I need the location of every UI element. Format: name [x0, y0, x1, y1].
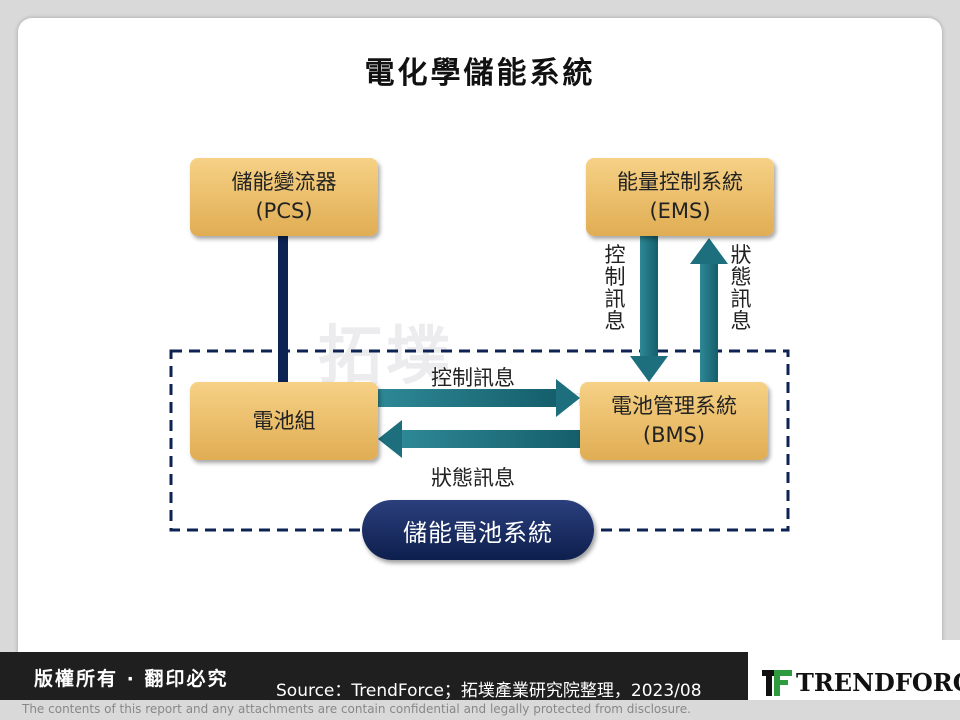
- trendforce-logo-text: TRENDFORCE: [796, 668, 960, 697]
- control-horizontal-label: 控制訊息: [431, 366, 515, 390]
- ems-name: 能量控制系統: [617, 170, 743, 194]
- system-label-pill: 儲能電池系統: [362, 500, 594, 560]
- ems-abbr: (EMS): [649, 199, 711, 223]
- status-arrow-up: [690, 238, 728, 382]
- ems-box: 能量控制系統 (EMS): [586, 158, 774, 236]
- page-title: 電化學儲能系統: [364, 56, 596, 91]
- disclaimer-text: The contents of this report and any atta…: [22, 702, 691, 716]
- watermark: 拓墣: [318, 319, 454, 394]
- pcs-name: 儲能變流器: [231, 170, 337, 194]
- pcs-abbr: (PCS): [255, 199, 313, 223]
- bms-abbr: (BMS): [642, 423, 706, 447]
- control-arrow-right: [378, 379, 580, 417]
- trendforce-logo-icon: [762, 670, 792, 696]
- pcs-box: 儲能變流器 (PCS): [190, 158, 378, 236]
- status-horizontal-label: 狀態訊息: [431, 466, 515, 490]
- source-text: Source：TrendForce；拓墣產業研究院整理，2023/08: [276, 681, 702, 701]
- copyright-text: 版權所有 · 翻印必究: [34, 668, 229, 690]
- battery-name: 電池組: [252, 408, 316, 433]
- status-arrow-left: [378, 420, 580, 458]
- bms-box: 電池管理系統 (BMS): [580, 382, 768, 460]
- pcs-battery-line: [278, 236, 288, 382]
- bms-name: 電池管理系統: [611, 394, 737, 418]
- footer-bar: [0, 652, 750, 700]
- control-arrow-down: [630, 236, 668, 382]
- status-vertical-label: 狀態訊息: [730, 243, 752, 333]
- battery-box: 電池組: [190, 382, 378, 460]
- control-vertical-label: 控制訊息: [604, 243, 626, 333]
